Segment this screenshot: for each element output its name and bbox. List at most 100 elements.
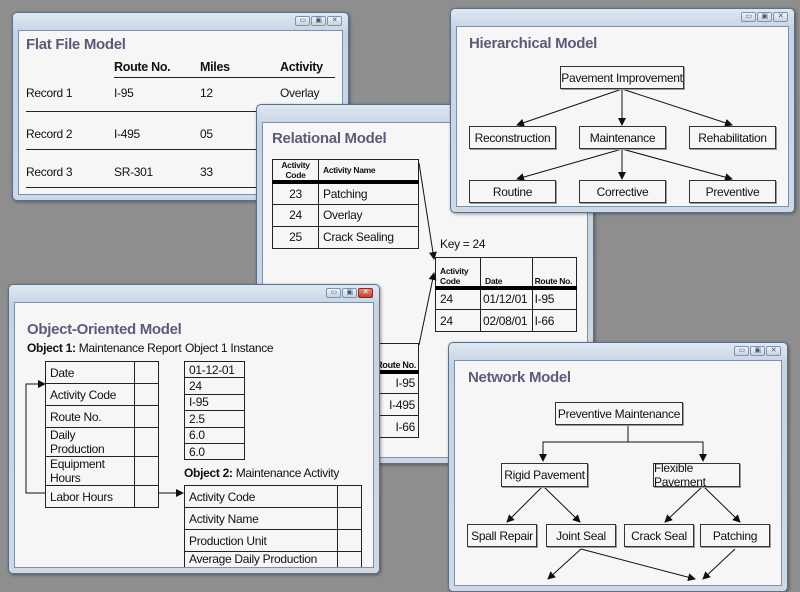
table-row: 2.5 [184,410,245,428]
object1-prefix: Object 1: [27,341,76,355]
table-row: Activity Code [184,485,362,508]
cell: Crack Sealing [318,225,419,249]
node: Preventive [689,180,776,203]
arrow [621,148,733,182]
cell: Equipment Hours [45,456,135,486]
cell: Date [45,361,135,384]
cell: I-95 [184,393,245,412]
cell: Activity Code [45,383,135,406]
cell: Labor Hours [45,485,135,508]
miles-cell: 05 [200,127,213,141]
arrow [547,548,582,580]
cell: 02/08/01 [480,309,533,332]
divider [26,187,335,188]
column-header: Miles [200,60,230,74]
close-button[interactable]: ✕ [773,12,788,22]
column-header: Activity Code [272,159,319,184]
record-label: Record 3 [26,165,73,179]
maximize-button[interactable]: ▣ [311,16,326,26]
node: Rehabilitation [689,126,776,149]
arrow [418,162,437,260]
cell: 24 [435,309,481,332]
arrow [542,485,581,523]
minimize-button[interactable]: ▭ [326,288,341,298]
cell: 01-12-01 [184,360,245,379]
window-controls: ▭ ▣ ✕ [295,16,342,26]
network-window: ▭ ▣ ✕ Network Model [448,342,788,592]
table-row: Equipment Hours [45,456,159,486]
column-header: Activity [280,60,323,74]
cell: Activity Name [184,507,338,530]
table-row: Daily Production [45,427,159,457]
record-label: Record 1 [26,86,73,100]
node: Corrective [579,180,666,203]
arrow [516,148,623,181]
table-row: Activity Name [184,507,362,530]
cell: Average Daily Production Rate [184,551,338,567]
node-root: Preventive Maintenance [555,402,683,425]
arrow [516,88,623,127]
object1-name: Maintenance Report [78,341,182,355]
arrow [664,485,704,523]
node: Routine [469,180,556,203]
table-row: Labor Hours [45,485,159,508]
minimize-button[interactable]: ▭ [741,12,756,22]
object-oriented-window: ▭ ▣ ✕ Object-Oriented Model Object 1: Ma… [8,284,380,574]
route-cell: I-95 [114,86,134,100]
connector [542,441,704,461]
close-button[interactable]: ✕ [327,16,342,26]
table-row: Activity Code [45,383,159,406]
node: Joint Seal [546,524,616,547]
minimize-button[interactable]: ▭ [734,346,749,356]
divider [26,149,335,150]
object1-heading: Object 1: Maintenance Report [27,341,182,355]
window-title: Hierarchical Model [469,35,597,52]
table-row: 01-12-01 [184,360,245,379]
route-cell: SR-301 [114,165,153,179]
cell: 24 [435,287,481,310]
window-controls: ▭ ▣ ✕ [741,12,788,22]
window-title: Relational Model [272,130,387,147]
window-content: Object-Oriented Model Object 1: Maintena… [14,302,374,568]
object2-table: Activity Code Activity Name Production U… [184,485,362,567]
node: Reconstruction [469,126,556,149]
minimize-button[interactable]: ▭ [295,16,310,26]
cell: Daily Production [45,427,135,457]
table-row: 24 [184,377,245,395]
divider [26,111,335,112]
window-controls: ▭ ▣ ✕ [734,346,781,356]
node: Rigid Pavement [501,463,588,487]
arrow [418,272,437,346]
object1-table: Date Activity Code Route No. Daily Produ… [45,361,159,508]
relation-arrows [418,162,437,346]
node-root: Pavement Improvement [560,66,684,89]
maximize-button[interactable]: ▣ [757,12,772,22]
cell: Activity Code [184,485,338,508]
activity-cell: Overlay [280,86,320,100]
table-row: 6.0 [184,426,245,444]
arrow [702,548,736,580]
column-header: Activity Code [435,257,481,290]
maximize-button[interactable]: ▣ [750,346,765,356]
cell: Production Unit [184,529,338,552]
close-button[interactable]: ✕ [358,288,373,298]
cell: Patching [318,181,419,205]
arrow [580,548,696,582]
close-button[interactable]: ✕ [766,346,781,356]
object2-name: Maintenance Activity [235,466,340,480]
cell: Route No. [45,405,135,428]
arrow [702,485,741,523]
cell: 6.0 [184,426,245,444]
maximize-button[interactable]: ▣ [342,288,357,298]
cell: 25 [272,225,319,249]
window-title: Flat File Model [26,36,126,53]
window-controls: ▭ ▣ ✕ [326,288,373,298]
route-cell: I-495 [114,127,140,141]
hierarchy-arrows [516,88,733,182]
column-header: Route No. [531,257,578,290]
key-label: Key = 24 [440,237,486,251]
